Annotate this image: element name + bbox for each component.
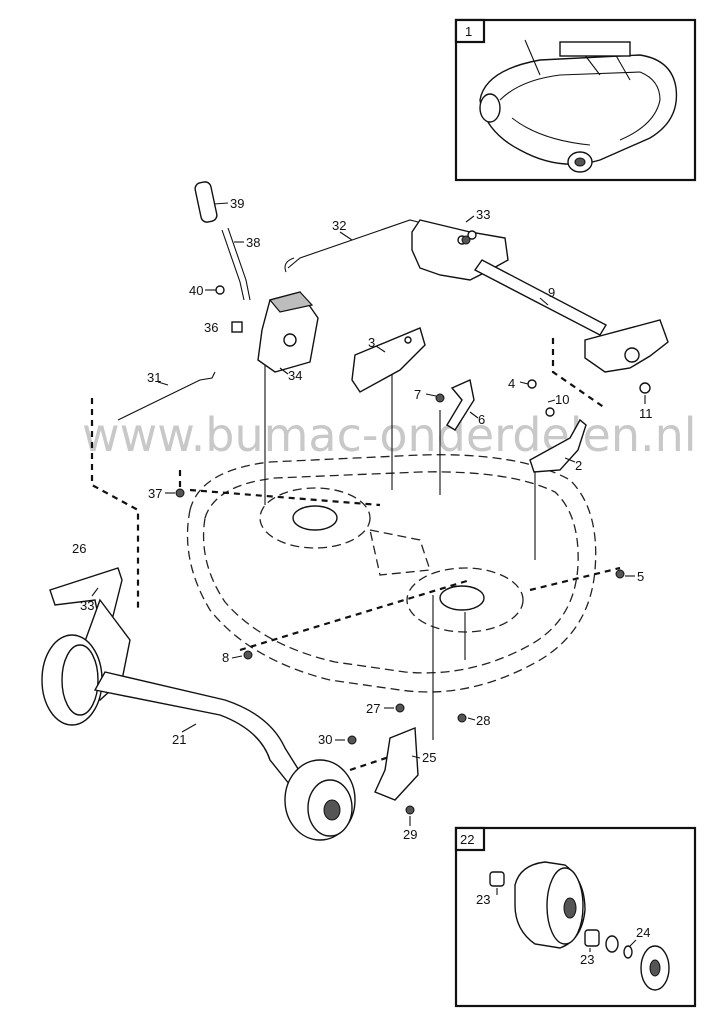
rod-31 — [117, 371, 216, 421]
callout-7: 7 — [414, 387, 421, 402]
mower-deck — [186, 454, 597, 693]
callout-24: 24 — [636, 925, 650, 940]
callout-21: 21 — [172, 732, 186, 747]
callout-32: 32 — [332, 218, 346, 233]
callout-39: 39 — [230, 196, 244, 211]
callout-4: 4 — [508, 376, 515, 391]
callout-30: 30 — [318, 732, 332, 747]
rod-32 — [284, 219, 419, 273]
callout-33b: 33 — [80, 598, 94, 613]
bracket-2 — [527, 379, 587, 473]
callout-33a: 33 — [476, 207, 490, 222]
callout-29: 29 — [403, 827, 417, 842]
callout-31: 31 — [147, 370, 161, 385]
wheel-exploded — [489, 861, 670, 991]
callout-11: 11 — [639, 406, 653, 421]
callouts: 39 38 32 33 40 9 36 34 3 31 4 7 10 6 11 … — [72, 196, 653, 967]
inset-label-22: 22 — [460, 832, 474, 847]
height-lever — [194, 181, 251, 301]
callout-28: 28 — [476, 713, 490, 728]
callout-23b: 23 — [580, 952, 594, 967]
callout-8: 8 — [222, 650, 229, 665]
callout-10: 10 — [555, 392, 569, 407]
callout-25: 25 — [422, 750, 436, 765]
callout-2: 2 — [575, 458, 582, 473]
inset-label-1: 1 — [465, 24, 472, 39]
watermark-text: www.bumac-onderdelen.nl — [82, 408, 697, 462]
callout-23a: 23 — [476, 892, 490, 907]
dashed-lines — [90, 338, 621, 772]
leader-lines — [264, 365, 536, 740]
fasteners — [95, 235, 625, 815]
callout-37: 37 — [148, 486, 162, 501]
inset-box-22: 22 — [454, 826, 697, 1008]
rear-axle-assembly — [411, 219, 669, 394]
callout-3: 3 — [368, 335, 375, 350]
callout-26: 26 — [72, 541, 86, 556]
callout-5: 5 — [637, 569, 644, 584]
callout-40: 40 — [189, 283, 203, 298]
height-bracket — [231, 291, 319, 373]
bracket-3 — [351, 327, 426, 393]
callout-36: 36 — [204, 320, 218, 335]
callout-9: 9 — [548, 285, 555, 300]
callout-27: 27 — [366, 701, 380, 716]
bracket-6 — [446, 379, 475, 431]
callout-34: 34 — [288, 368, 302, 383]
mower-thumbnail — [479, 39, 678, 173]
callout-6: 6 — [478, 412, 485, 427]
callout-38: 38 — [246, 235, 260, 250]
front-axle-assembly — [41, 567, 419, 841]
inset-box-1: 1 — [454, 18, 697, 182]
